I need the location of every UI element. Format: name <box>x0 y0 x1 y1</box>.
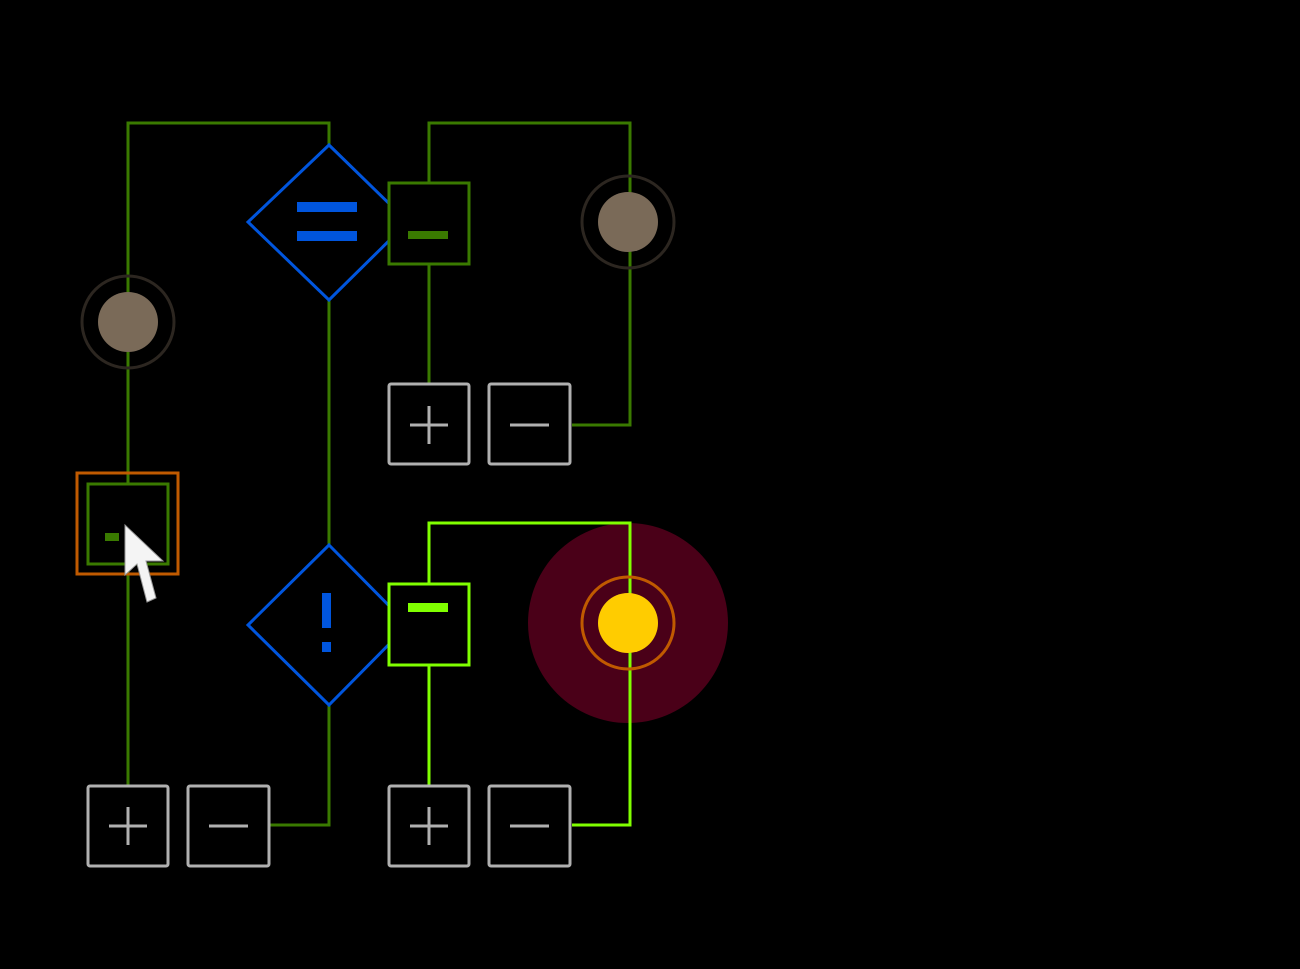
bulb-off-icon <box>598 192 658 252</box>
bulb-2[interactable] <box>580 174 676 270</box>
terminal-plus[interactable] <box>86 784 170 868</box>
switch-3[interactable] <box>387 582 471 667</box>
minus-icon <box>105 533 119 541</box>
terminal-minus[interactable] <box>186 784 271 868</box>
bulb-on-icon <box>598 593 658 653</box>
selection-outline <box>75 471 180 576</box>
wires-off <box>126 121 632 827</box>
bulb-3[interactable] <box>580 575 676 671</box>
gate-equals[interactable] <box>245 142 411 303</box>
plus-icon <box>410 807 448 845</box>
bulb-off-icon <box>98 292 158 352</box>
terminal-minus[interactable] <box>487 784 572 868</box>
minus-icon <box>408 231 448 239</box>
wire <box>427 121 632 427</box>
wire <box>126 121 331 785</box>
plus-icon <box>410 406 448 444</box>
terminal-minus[interactable] <box>487 382 572 466</box>
wires-on <box>427 521 632 827</box>
gate-not[interactable] <box>245 542 411 708</box>
equals-icon <box>297 202 357 241</box>
wire <box>427 521 632 827</box>
plus-icon <box>109 807 147 845</box>
minus-icon <box>408 603 448 612</box>
exclamation-icon <box>322 593 331 652</box>
wire <box>270 705 331 827</box>
terminal-plus[interactable] <box>387 382 471 466</box>
terminal-plus[interactable] <box>387 784 471 868</box>
cursor-icon <box>124 523 165 603</box>
bulb-1[interactable] <box>80 274 176 370</box>
switch-2[interactable] <box>387 181 471 266</box>
